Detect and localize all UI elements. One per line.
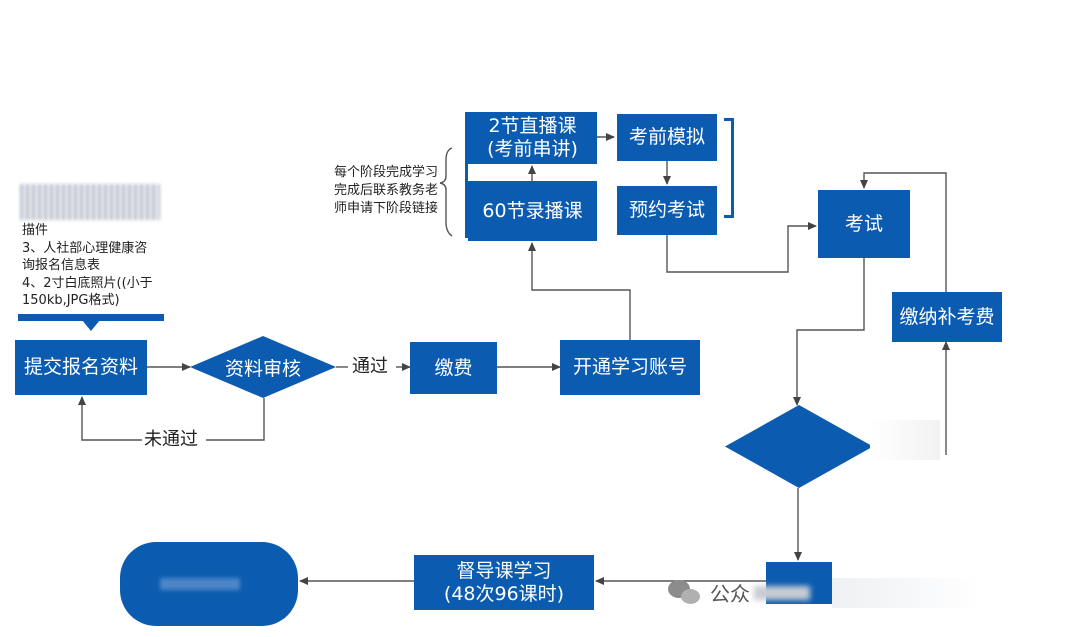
node-decision — [725, 405, 873, 488]
stage-bracket-right — [724, 118, 734, 218]
node-review-label: 资料审核 — [224, 357, 301, 380]
node-open-account: 开通学习账号 — [560, 340, 700, 395]
list-pointer — [82, 320, 100, 331]
stage-note: 每个阶段完成学习 完成后联系教务老 师申请下阶段链接 — [333, 165, 438, 216]
node-recorded-course: 60节录播课 — [468, 181, 597, 241]
list-bar — [18, 314, 164, 321]
blank-patch — [870, 420, 940, 460]
watermark-text: 公众 — [710, 582, 750, 606]
node-supervision: 督导课学习 (48次96课时) — [414, 555, 594, 610]
blurred-text — [20, 184, 160, 220]
node-review: 资料审核 — [190, 336, 336, 398]
diamond-shape — [725, 405, 873, 488]
node-submit: 提交报名资料 — [15, 340, 147, 395]
watermark-smudge — [754, 585, 810, 600]
blurred-text — [160, 578, 240, 590]
watermark: 公众 — [668, 578, 810, 607]
node-mock-exam: 考前模拟 — [617, 114, 717, 161]
node-live-course: 2节直播课 (考前串讲) — [468, 112, 597, 164]
materials-list-panel: 描件 3、人社部心理健康咨 询报名信息表 4、2寸白底照片((小于 150kb,… — [18, 182, 164, 331]
materials-list: 描件 3、人社部心理健康咨 询报名信息表 4、2寸白底照片((小于 150kb,… — [22, 223, 153, 308]
wechat-icon — [668, 579, 702, 606]
node-end — [120, 542, 298, 626]
edge-label-not-passed: 未通过 — [144, 429, 198, 450]
diamond-shape — [190, 336, 336, 398]
node-book-exam: 预约考试 — [617, 186, 717, 235]
node-exam: 考试 — [818, 190, 910, 258]
edge-label-passed: 通过 — [352, 356, 388, 377]
node-makeup-fee: 缴纳补考费 — [892, 292, 1002, 342]
node-pay: 缴费 — [410, 342, 497, 394]
fade-strip — [832, 578, 982, 608]
